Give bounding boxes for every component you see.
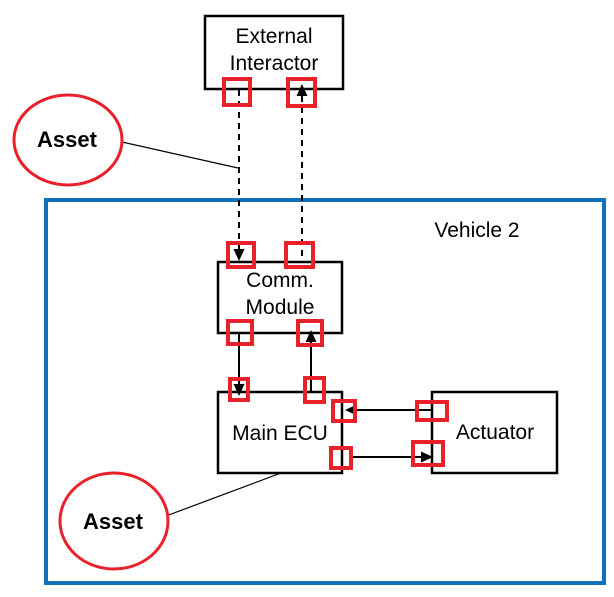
asset-circle-bottom	[58, 471, 170, 571]
asset-circle-top	[12, 93, 124, 187]
port-actuator-left-lower	[411, 440, 445, 467]
port-main-ecu-top-left	[228, 377, 250, 402]
port-main-ecu-right-upper	[331, 399, 357, 423]
asset-label-bottom: Asset	[83, 509, 144, 534]
port-external-interactor-right	[286, 77, 317, 108]
port-comm-module-bottom-right	[296, 319, 324, 347]
port-comm-module-bottom-left	[226, 319, 254, 346]
actuator-label: Actuator	[456, 421, 534, 444]
actuator-box	[430, 390, 559, 475]
external-interactor-label-line2: Interactor	[230, 52, 319, 75]
port-actuator-left-upper	[415, 400, 449, 422]
external-interactor-box	[203, 14, 345, 91]
comm-module-label-line2: Module	[246, 296, 315, 319]
arrowhead-down-into-ecu	[233, 384, 245, 396]
vehicle2-label: Vehicle 2	[434, 219, 519, 242]
external-interactor-label-line1: External	[235, 25, 312, 48]
arrowhead-up-into-comm	[305, 330, 317, 342]
main-ecu-label: Main ECU	[232, 422, 328, 445]
asset-link-top	[121, 141, 239, 169]
arrowhead-down-into-comm	[233, 249, 245, 261]
arrowhead-up-into-external	[296, 84, 308, 96]
comm-module-label-line1: Comm.	[246, 269, 314, 292]
main-ecu-box	[216, 390, 344, 475]
port-external-interactor-left	[222, 77, 252, 107]
asset-link-bottom	[165, 472, 282, 517]
asset-label-top: Asset	[37, 127, 98, 152]
port-comm-module-top-left	[226, 241, 256, 269]
port-comm-module-top-right	[284, 241, 315, 269]
vehicle2-boundary-box	[44, 198, 606, 585]
port-main-ecu-right-lower	[329, 446, 353, 470]
port-main-ecu-top-right	[303, 376, 326, 404]
arrowhead-right-into-actuator	[421, 451, 433, 463]
